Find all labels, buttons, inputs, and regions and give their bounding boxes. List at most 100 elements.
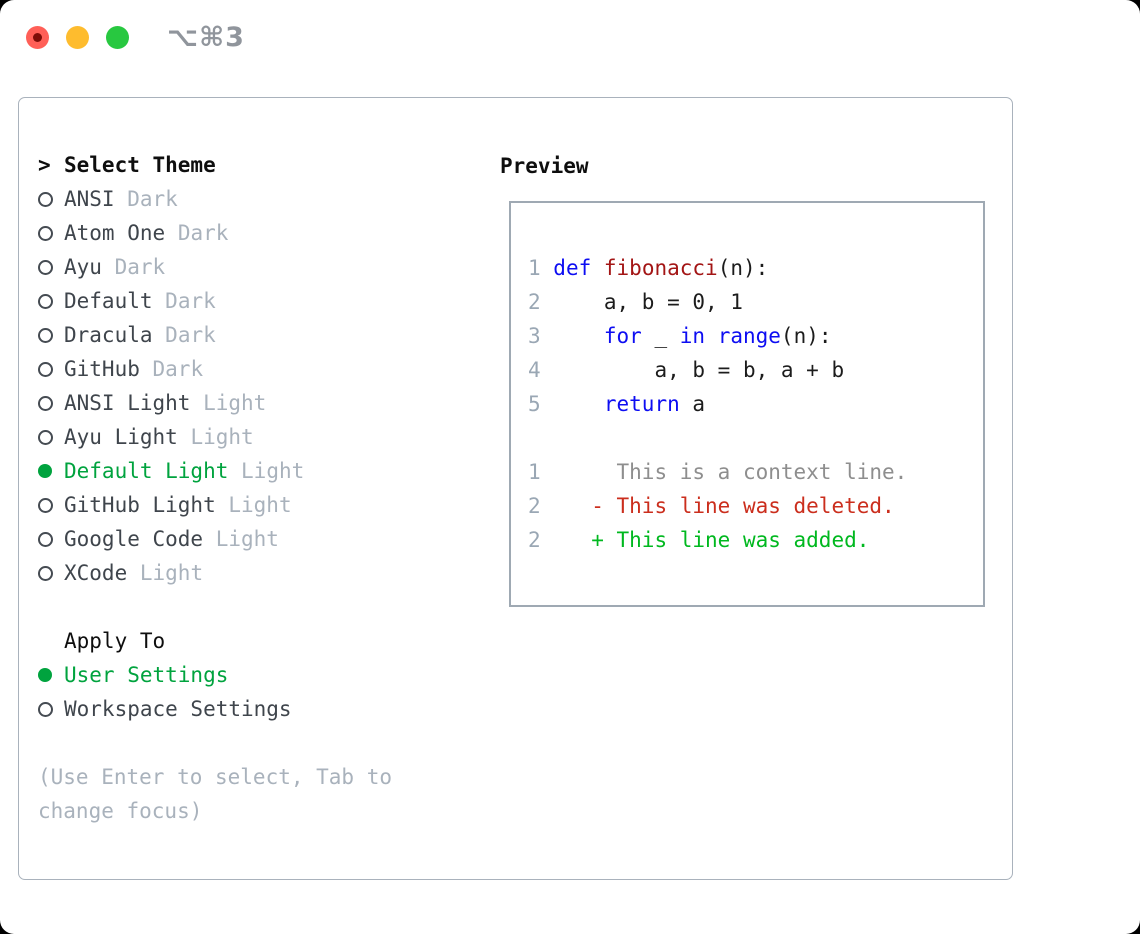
theme-option[interactable]: ANSI Light Light [38, 386, 392, 420]
radio-marker [38, 259, 64, 275]
theme-option-label: Ayu Light Light [64, 420, 254, 454]
radio-marker [38, 429, 64, 445]
radio-icon [38, 395, 53, 411]
theme-picker-panel [18, 97, 1013, 880]
theme-option[interactable]: XCode Light [38, 556, 392, 590]
code-segment: def [553, 256, 592, 280]
theme-option-label: GitHub Light Light [64, 488, 292, 522]
theme-option[interactable]: Atom One Dark [38, 216, 392, 250]
code-segment: fibonacci [603, 256, 718, 280]
theme-option[interactable]: Default Dark [38, 284, 392, 318]
radio-marker [38, 395, 64, 411]
code-segment [705, 324, 718, 348]
radio-marker [38, 225, 64, 241]
line-number: 2 [528, 494, 554, 518]
theme-option[interactable]: Dracula Dark [38, 318, 392, 352]
window-title: ⌥⌘3 [167, 22, 245, 53]
code-line: 2 + This line was added. [528, 523, 907, 557]
code-segment: - This line was deleted. [553, 494, 895, 518]
close-button[interactable] [26, 26, 49, 49]
spacer-row [38, 726, 392, 760]
theme-option[interactable]: Default Light Light [38, 454, 392, 488]
code-segment: a [679, 392, 706, 416]
apply-option[interactable]: User Settings [38, 658, 392, 692]
code-segment: range [717, 324, 781, 348]
radio-icon [38, 701, 53, 717]
radio-selected-icon [38, 464, 52, 478]
spacer-row [38, 590, 392, 624]
code-segment: a, b = 0, 1 [553, 290, 743, 314]
select-theme-header: > Select Theme [38, 148, 392, 182]
theme-option-label: Default Light Light [64, 454, 304, 488]
radio-icon [38, 259, 53, 275]
close-dot-icon [33, 33, 42, 42]
code-line: 1 This is a context line. [528, 455, 907, 489]
line-number: 4 [528, 358, 554, 382]
code-line: 2 a, b = 0, 1 [528, 285, 907, 319]
line-number: 1 [528, 460, 554, 484]
code-segment: a, b = b, a + b [553, 358, 845, 382]
select-theme-title: Select Theme [64, 153, 216, 177]
line-number: 2 [528, 290, 554, 314]
radio-icon [38, 191, 53, 207]
code-segment [591, 256, 604, 280]
code-segment: for [603, 324, 642, 348]
line-number: 5 [528, 392, 554, 416]
theme-name: Google Code [64, 527, 204, 551]
radio-marker [38, 191, 64, 207]
radio-marker [38, 293, 64, 309]
code-segment: (n): [780, 324, 832, 348]
radio-marker [38, 565, 64, 581]
zoom-button[interactable] [106, 26, 129, 49]
theme-name: Atom One [64, 221, 166, 245]
line-number: 3 [528, 324, 554, 348]
radio-marker [38, 701, 64, 717]
theme-variant: Dark [165, 289, 216, 313]
theme-option[interactable]: Ayu Light Light [38, 420, 392, 454]
theme-variant: Light [203, 391, 267, 415]
code-segment: _ [641, 324, 680, 348]
radio-icon [38, 361, 53, 377]
help-text-line-1: (Use Enter to select, Tab to [38, 760, 392, 794]
theme-variant: Dark [127, 187, 178, 211]
theme-variant: Light [228, 493, 292, 517]
help-text: (Use Enter to select, Tab to [38, 765, 393, 789]
theme-option-label: Google Code Light [64, 522, 279, 556]
cursor-icon: > [38, 153, 51, 177]
line-number: 1 [528, 256, 554, 280]
code-line [528, 421, 907, 455]
line-number: 2 [528, 528, 554, 552]
minimize-button[interactable] [66, 26, 89, 49]
theme-option[interactable]: GitHub Light Light [38, 488, 392, 522]
theme-option[interactable]: GitHub Dark [38, 352, 392, 386]
theme-option-label: ANSI Light Light [64, 386, 266, 420]
theme-option[interactable]: Ayu Dark [38, 250, 392, 284]
code-line: 3 for _ in range(n): [528, 319, 907, 353]
theme-name: ANSI Light [64, 391, 191, 415]
apply-option-label: Workspace Settings [64, 697, 292, 721]
theme-option-label: Ayu Dark [64, 250, 165, 284]
preview-title: Preview [500, 154, 589, 178]
radio-marker [38, 361, 64, 377]
theme-variant: Dark [152, 357, 204, 381]
theme-name: GitHub [64, 357, 140, 381]
theme-name: Ayu [64, 255, 102, 279]
apply-option[interactable]: Workspace Settings [38, 692, 392, 726]
theme-option-label: XCode Light [64, 556, 203, 590]
code-line: 1 def fibonacci(n): [528, 251, 907, 285]
code-segment [553, 324, 604, 348]
apply-option-label: User Settings [64, 663, 229, 687]
theme-option-label: Dracula Dark [64, 318, 216, 352]
theme-name: Default Light [64, 459, 229, 483]
radio-icon [38, 497, 53, 513]
theme-option-label: Default Dark [64, 284, 216, 318]
theme-variant: Dark [165, 323, 216, 347]
theme-option[interactable]: Google Code Light [38, 522, 392, 556]
theme-name: Ayu Light [64, 425, 178, 449]
code-segment: (n): [717, 256, 769, 280]
theme-option[interactable]: ANSI Dark [38, 182, 392, 216]
theme-name: Default [64, 289, 153, 313]
theme-option-label: GitHub Dark [64, 352, 203, 386]
